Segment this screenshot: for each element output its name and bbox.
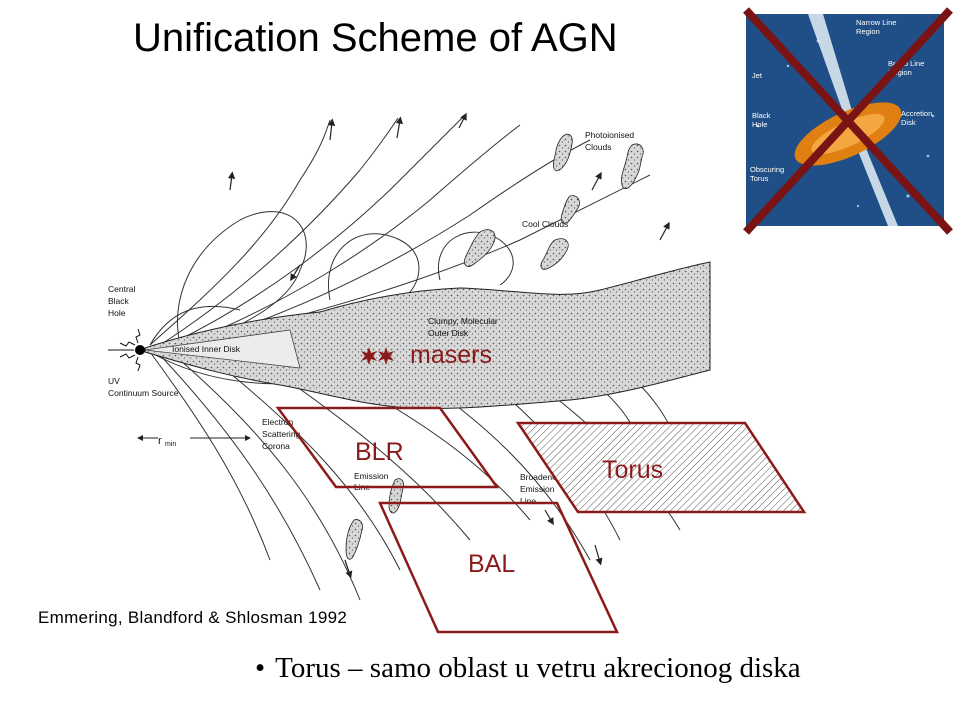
svg-text:Disk: Disk (901, 118, 916, 127)
svg-text:Obscuring: Obscuring (750, 165, 784, 174)
svg-text:Hole: Hole (752, 120, 767, 129)
svg-text:Line: Line (520, 496, 536, 506)
bal-label: BAL (468, 550, 515, 578)
svg-text:Outer Disk: Outer Disk (428, 328, 469, 338)
citation: Emmering, Blandford & Shlosman 1992 (38, 608, 348, 627)
svg-text:r: r (158, 435, 162, 447)
torus-region (515, 421, 807, 514)
svg-text:Broadened: Broadened (520, 472, 562, 482)
svg-text:min: min (165, 441, 176, 448)
torus-label: Torus (602, 456, 663, 484)
svg-text:Continuum Source: Continuum Source (108, 388, 179, 398)
bullet-text: Torus – samo oblast u vetru akrecionog d… (275, 652, 801, 684)
diagram-labels: Central Black Hole UV Continuum Source I… (108, 130, 634, 506)
slide-title: Unification Scheme of AGN (133, 16, 618, 60)
svg-text:Region: Region (856, 27, 880, 36)
svg-text:Cool Clouds: Cool Clouds (522, 219, 568, 229)
blr-region (275, 406, 500, 489)
svg-text:Jet: Jet (752, 71, 763, 80)
svg-text:Ionised Inner Disk: Ionised Inner Disk (172, 344, 241, 354)
svg-text:Emission: Emission (520, 484, 555, 494)
svg-text:Clouds: Clouds (585, 142, 611, 152)
svg-text:Region: Region (888, 68, 912, 77)
inset-labels: Narrow Line Region Jet Broad Line Region… (750, 18, 932, 183)
svg-text:UV: UV (108, 376, 120, 386)
svg-text:Clumpy, Molecular: Clumpy, Molecular (428, 316, 498, 326)
bal-region (378, 501, 619, 634)
blr-label: BLR (355, 438, 404, 466)
svg-text:Black: Black (752, 111, 771, 120)
bullet-marker: • (255, 652, 266, 684)
svg-text:Electron: Electron (262, 417, 293, 427)
maser-stars (361, 347, 394, 365)
svg-text:Hole: Hole (108, 308, 126, 318)
bullet-point: • Torus – samo oblast u vetru akrecionog … (255, 652, 801, 685)
central-black-hole (135, 345, 145, 355)
accretion-disk (144, 261, 711, 409)
svg-text:Central: Central (108, 284, 136, 294)
unified-model-inset: Narrow Line Region Jet Broad Line Region… (743, 7, 953, 235)
svg-text:Black: Black (108, 296, 130, 306)
svg-text:Torus: Torus (750, 174, 769, 183)
svg-text:Photoionised: Photoionised (585, 130, 634, 140)
svg-text:Accretion: Accretion (901, 109, 932, 118)
masers-label: masers (410, 341, 492, 369)
flow-arrows (227, 112, 670, 579)
svg-text:Narrow Line: Narrow Line (856, 18, 896, 27)
clouds (345, 133, 644, 560)
svg-text:Corona: Corona (262, 441, 290, 451)
svg-text:Scattering: Scattering (262, 429, 301, 439)
svg-text:Emission: Emission (354, 471, 389, 481)
